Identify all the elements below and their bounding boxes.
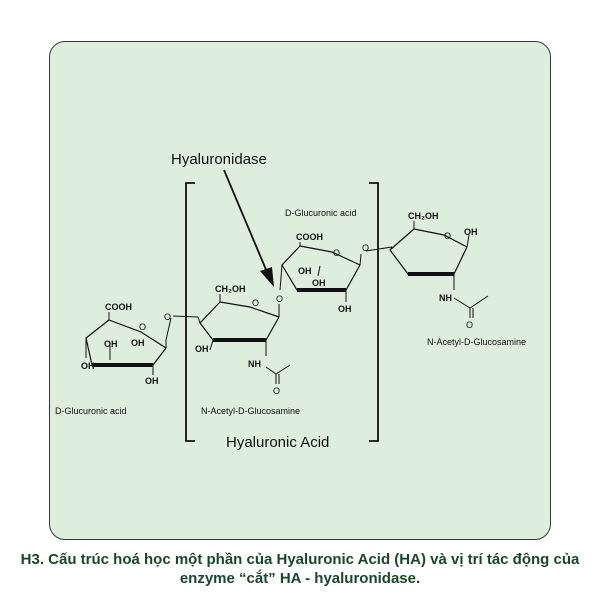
ring-oxygen-glucuronic-center: O: [333, 248, 340, 258]
ring-n-acetyl-glucosamine-center: [197, 294, 291, 384]
ch2oh-label-right: CH₂OH: [408, 211, 439, 221]
cooh-label-center: COOH: [296, 232, 323, 242]
hyaluronidase-label: Hyaluronidase: [171, 151, 267, 168]
glycosidic-oxygen-2: O: [276, 294, 283, 304]
carbonyl-oxygen-right: O: [466, 320, 473, 330]
glycosidic-oxygen-1: O: [164, 312, 171, 322]
ring-oxygen-center: O: [252, 298, 259, 308]
oh-label-center: OH: [195, 344, 209, 354]
oh-label-left-c2: OH: [131, 338, 145, 348]
diagram-panel: COOH O OH OH OH OH D-Glucuronic acid O C…: [49, 41, 551, 540]
nh-label-center: NH: [248, 359, 261, 369]
hyaluronic-acid-label: Hyaluronic Acid: [226, 434, 329, 451]
ch2oh-label-center: CH₂OH: [215, 284, 246, 294]
ring-glucuronic-acid-center: [279, 242, 393, 302]
repeating-unit-brackets: [185, 182, 379, 442]
oh-label-glucuronic-center-c2: OH: [312, 278, 326, 288]
unit-label-glucuronic-acid-left: D-Glucuronic acid: [55, 406, 127, 416]
glycosidic-oxygen-3: O: [362, 243, 369, 253]
carbonyl-oxygen-center: O: [273, 386, 280, 396]
oh-label-left-c1: OH: [145, 376, 159, 386]
hyaluronic-acid-structure-diagram: COOH O OH OH OH OH D-Glucuronic acid O C…: [55, 151, 526, 451]
oh-label-left-c4: OH: [81, 361, 95, 371]
ring-n-acetyl-glucosamine-right: [389, 221, 489, 318]
cleavage-site-arrow: [223, 169, 274, 287]
nh-label-right: NH: [439, 293, 452, 303]
oh-label-glucuronic-center-c1: OH: [338, 304, 352, 314]
oh-label-left-c3: OH: [104, 339, 118, 349]
unit-label-n-acetyl-glucosamine-center: N-Acetyl-D-Glucosamine: [201, 406, 300, 416]
ring-oxygen-right: O: [444, 231, 451, 241]
unit-label-glucuronic-acid-center: D-Glucuronic acid: [285, 208, 357, 218]
cooh-label-left: COOH: [105, 302, 132, 312]
unit-label-n-acetyl-glucosamine-right: N-Acetyl-D-Glucosamine: [427, 337, 526, 347]
oh-label-glucuronic-center-c3: OH: [298, 266, 312, 276]
figure-caption: H3. Cấu trúc hoá học một phần của Hyalur…: [20, 551, 580, 587]
oh-label-right: OH: [464, 227, 478, 237]
ring-oxygen-left: O: [139, 322, 146, 332]
ring-glucuronic-acid-left: [85, 312, 172, 375]
